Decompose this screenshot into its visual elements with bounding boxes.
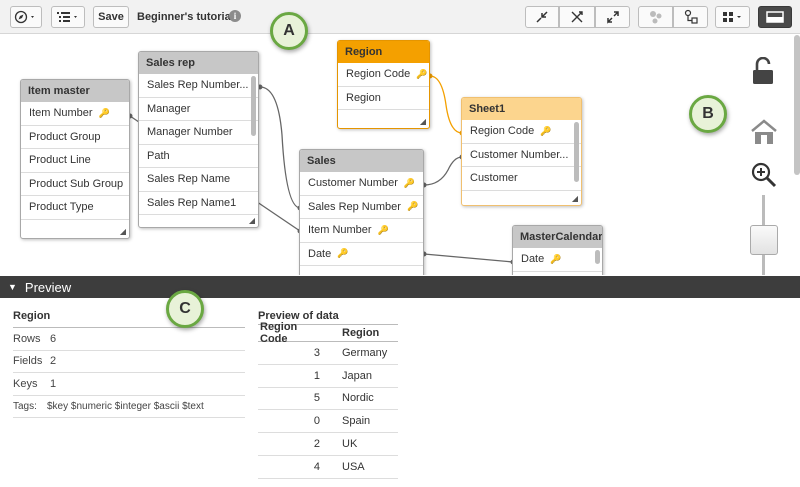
field-row[interactable]: Product Type <box>21 196 129 220</box>
table-item-master[interactable]: Item master Item Number🔑 Product Group P… <box>20 79 130 239</box>
callout-a: A <box>270 12 308 50</box>
key-icon: 🔑 <box>406 201 419 212</box>
field-row[interactable]: Manager <box>139 98 258 121</box>
collapse-all-button[interactable] <box>525 6 559 28</box>
field-row[interactable]: Path <box>139 145 258 168</box>
table-master-calendar[interactable]: MasterCalendar Date🔑 <box>512 225 603 275</box>
internal-view-button[interactable] <box>638 6 673 28</box>
callout-b: B <box>689 95 727 133</box>
table-scrollbar[interactable] <box>251 76 256 136</box>
field-row[interactable]: Sales Rep Number... <box>139 74 258 98</box>
field-row[interactable]: Item Number🔑 <box>300 219 423 243</box>
canvas-scrollbar[interactable] <box>794 35 800 175</box>
field-row[interactable]: Customer Number🔑 <box>300 172 423 196</box>
preview-panel-icon <box>766 11 784 23</box>
table-region[interactable]: Region Region Code🔑 Region ◢ <box>337 40 430 129</box>
zoom-in-icon[interactable] <box>750 161 778 189</box>
field-row[interactable]: Sales Rep Name <box>139 168 258 192</box>
column-header[interactable]: Region <box>342 327 380 339</box>
expand-all-button[interactable] <box>595 6 630 28</box>
table-sales-rep[interactable]: Sales rep Sales Rep Number... Manager Ma… <box>138 51 259 228</box>
expand-icon <box>606 11 619 24</box>
grid-icon <box>722 12 741 22</box>
table-title: Item master <box>21 80 129 102</box>
zoom-slider-handle[interactable] <box>750 225 778 255</box>
field-row[interactable]: Region Code🔑 <box>462 120 581 144</box>
unlock-icon[interactable] <box>750 57 776 87</box>
field-row[interactable]: Item Number🔑 <box>21 102 129 126</box>
show-connections-button[interactable] <box>559 6 595 28</box>
table-title: Region <box>338 41 429 63</box>
resize-handle-icon[interactable]: ◢ <box>419 117 426 126</box>
data-model-canvas[interactable]: Item master Item Number🔑 Product Group P… <box>0 35 800 275</box>
key-icon: 🔑 <box>416 68 428 79</box>
table-title: Sales rep <box>139 52 258 74</box>
connections-icon <box>571 11 583 23</box>
toolbar: Save Beginner's tutorial i <box>0 0 800 34</box>
bubbles-icon <box>649 11 661 24</box>
resize-handle-icon[interactable]: ◢ <box>119 227 126 236</box>
table-title: Sheet1 <box>462 98 581 120</box>
navigation-button[interactable] <box>10 6 42 28</box>
list-icon <box>57 12 77 22</box>
field-row[interactable]: Sales Rep Name1 <box>139 192 258 215</box>
info-icon[interactable]: i <box>229 10 241 22</box>
preview-table-name: Region <box>13 310 245 328</box>
field-row[interactable]: Product Sub Group <box>21 173 129 196</box>
collapse-icon <box>536 11 548 23</box>
key-icon: 🔑 <box>377 224 389 235</box>
field-row[interactable]: Product Line <box>21 149 129 173</box>
resize-handle-icon[interactable]: ◢ <box>248 216 255 225</box>
tags-row: Tags:$key $numeric $integer $ascii $text <box>13 396 245 418</box>
layout-menu-button[interactable] <box>715 6 750 28</box>
table-title: Sales <box>300 150 423 172</box>
key-icon: 🔑 <box>403 177 416 188</box>
table-title: MasterCalendar <box>513 226 602 248</box>
preview-header[interactable]: ▼ Preview <box>0 276 800 298</box>
compass-icon <box>14 10 34 24</box>
field-row[interactable]: Region Code🔑 <box>338 63 429 87</box>
column-header[interactable]: Region Code <box>260 321 298 345</box>
home-icon[interactable] <box>750 119 778 145</box>
field-row[interactable]: Product Group <box>21 126 129 149</box>
field-row[interactable]: Manager Number <box>139 121 258 145</box>
table-header-row: Region Code Region <box>258 321 398 345</box>
table-sales[interactable]: Sales Customer Number🔑 Sales Rep Number🔑… <box>299 149 424 275</box>
field-row[interactable]: Date🔑 <box>300 243 423 266</box>
table-sheet1[interactable]: Sheet1 Region Code🔑 Customer Number... C… <box>461 97 582 206</box>
preview-toggle-button[interactable] <box>758 6 792 28</box>
field-row[interactable]: Customer Number... <box>462 144 581 167</box>
source-view-button[interactable] <box>673 6 708 28</box>
source-tables-icon <box>684 9 698 24</box>
key-icon: 🔑 <box>550 253 562 264</box>
field-row[interactable]: Customer <box>462 167 581 191</box>
collapse-triangle-icon[interactable]: ▼ <box>8 282 17 292</box>
key-icon: 🔑 <box>98 107 110 118</box>
field-row[interactable]: Date🔑 <box>513 248 602 272</box>
preview-label: Preview <box>24 279 72 295</box>
field-row[interactable]: Region <box>338 87 429 110</box>
resize-handle-icon[interactable]: ◢ <box>571 194 578 203</box>
preview-data-title: Preview of data <box>258 310 339 322</box>
save-button[interactable]: Save <box>93 6 129 28</box>
app-title: Beginner's tutorial <box>137 11 234 23</box>
view-menu-button[interactable] <box>51 6 85 28</box>
callout-c: C <box>166 290 204 328</box>
table-scrollbar[interactable] <box>574 122 579 182</box>
key-icon: 🔑 <box>540 125 552 136</box>
key-icon: 🔑 <box>337 248 349 259</box>
field-row[interactable]: Sales Rep Number🔑 <box>300 196 423 219</box>
table-scrollbar[interactable] <box>595 250 600 264</box>
